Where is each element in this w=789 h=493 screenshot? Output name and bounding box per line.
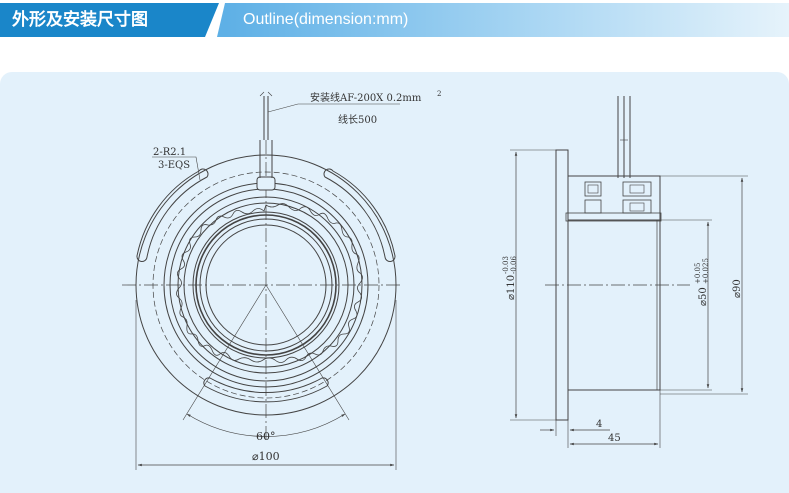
dim-4-label: 4 xyxy=(596,419,602,430)
dim-90-label: ⌀90 xyxy=(732,279,743,298)
section-title-en: Outline(dimension:mm) xyxy=(217,3,789,37)
bolt-circle xyxy=(152,171,380,399)
drawing-panel xyxy=(0,72,789,493)
mounting-slot-upper-right xyxy=(323,168,396,263)
terminal-block xyxy=(256,176,276,191)
dim-45-label: 45 xyxy=(608,433,621,444)
dim-50-tol-lower: +0.025 xyxy=(702,258,710,284)
brush-wave xyxy=(176,203,363,363)
dim-110-label: ⌀110 xyxy=(506,275,517,300)
inner-bore-circle xyxy=(199,218,333,352)
inner-bore-bold-circle xyxy=(195,214,337,356)
front-view xyxy=(122,91,402,470)
wire-length-label: 线长500 xyxy=(338,113,377,126)
slot-radius-label: 2-R2.1 xyxy=(153,147,186,158)
terminal-detail-4 xyxy=(622,199,652,214)
section-title-cn: 外形及安装尺寸图 xyxy=(0,3,219,37)
slot-leader xyxy=(152,156,201,181)
wire-spec-label: 安装线AF-200X 0.2mm xyxy=(310,91,422,104)
side-terminal-strip xyxy=(565,212,662,222)
rotor-mid-circle xyxy=(177,196,355,374)
mounting-slot-upper-left xyxy=(136,168,209,263)
side-rotor-body xyxy=(567,219,661,391)
terminal-detail-2 xyxy=(584,199,602,214)
mounting-slot-bottom xyxy=(203,377,329,403)
wire-spec-sup: 2 xyxy=(437,90,441,98)
angle-line-right xyxy=(265,284,350,421)
dim-50-tol-upper: +0.05 xyxy=(694,263,702,284)
inner-bore-edge-circle xyxy=(205,224,327,346)
brush-ring-circle xyxy=(183,202,349,368)
side-view xyxy=(510,96,748,448)
wire-leader xyxy=(267,103,400,113)
terminal-detail-3 xyxy=(622,181,652,197)
inner-bore-outer-circle xyxy=(192,211,340,359)
dim-50-label: ⌀50 xyxy=(698,287,709,306)
angle-label: 60° xyxy=(256,430,276,443)
dim-110-tol-upper: -0.03 xyxy=(502,256,510,274)
angle-line-left xyxy=(182,284,267,421)
header: 外形及安装尺寸图 Outline(dimension:mm) xyxy=(0,0,789,44)
slot-count-label: 3-EQS xyxy=(158,160,190,171)
outer-diameter-label: ⌀100 xyxy=(252,450,280,463)
terminal-detail-1 xyxy=(584,181,602,197)
angle-arc xyxy=(186,413,346,437)
dim-110-tol-lower: -0.06 xyxy=(510,256,518,274)
